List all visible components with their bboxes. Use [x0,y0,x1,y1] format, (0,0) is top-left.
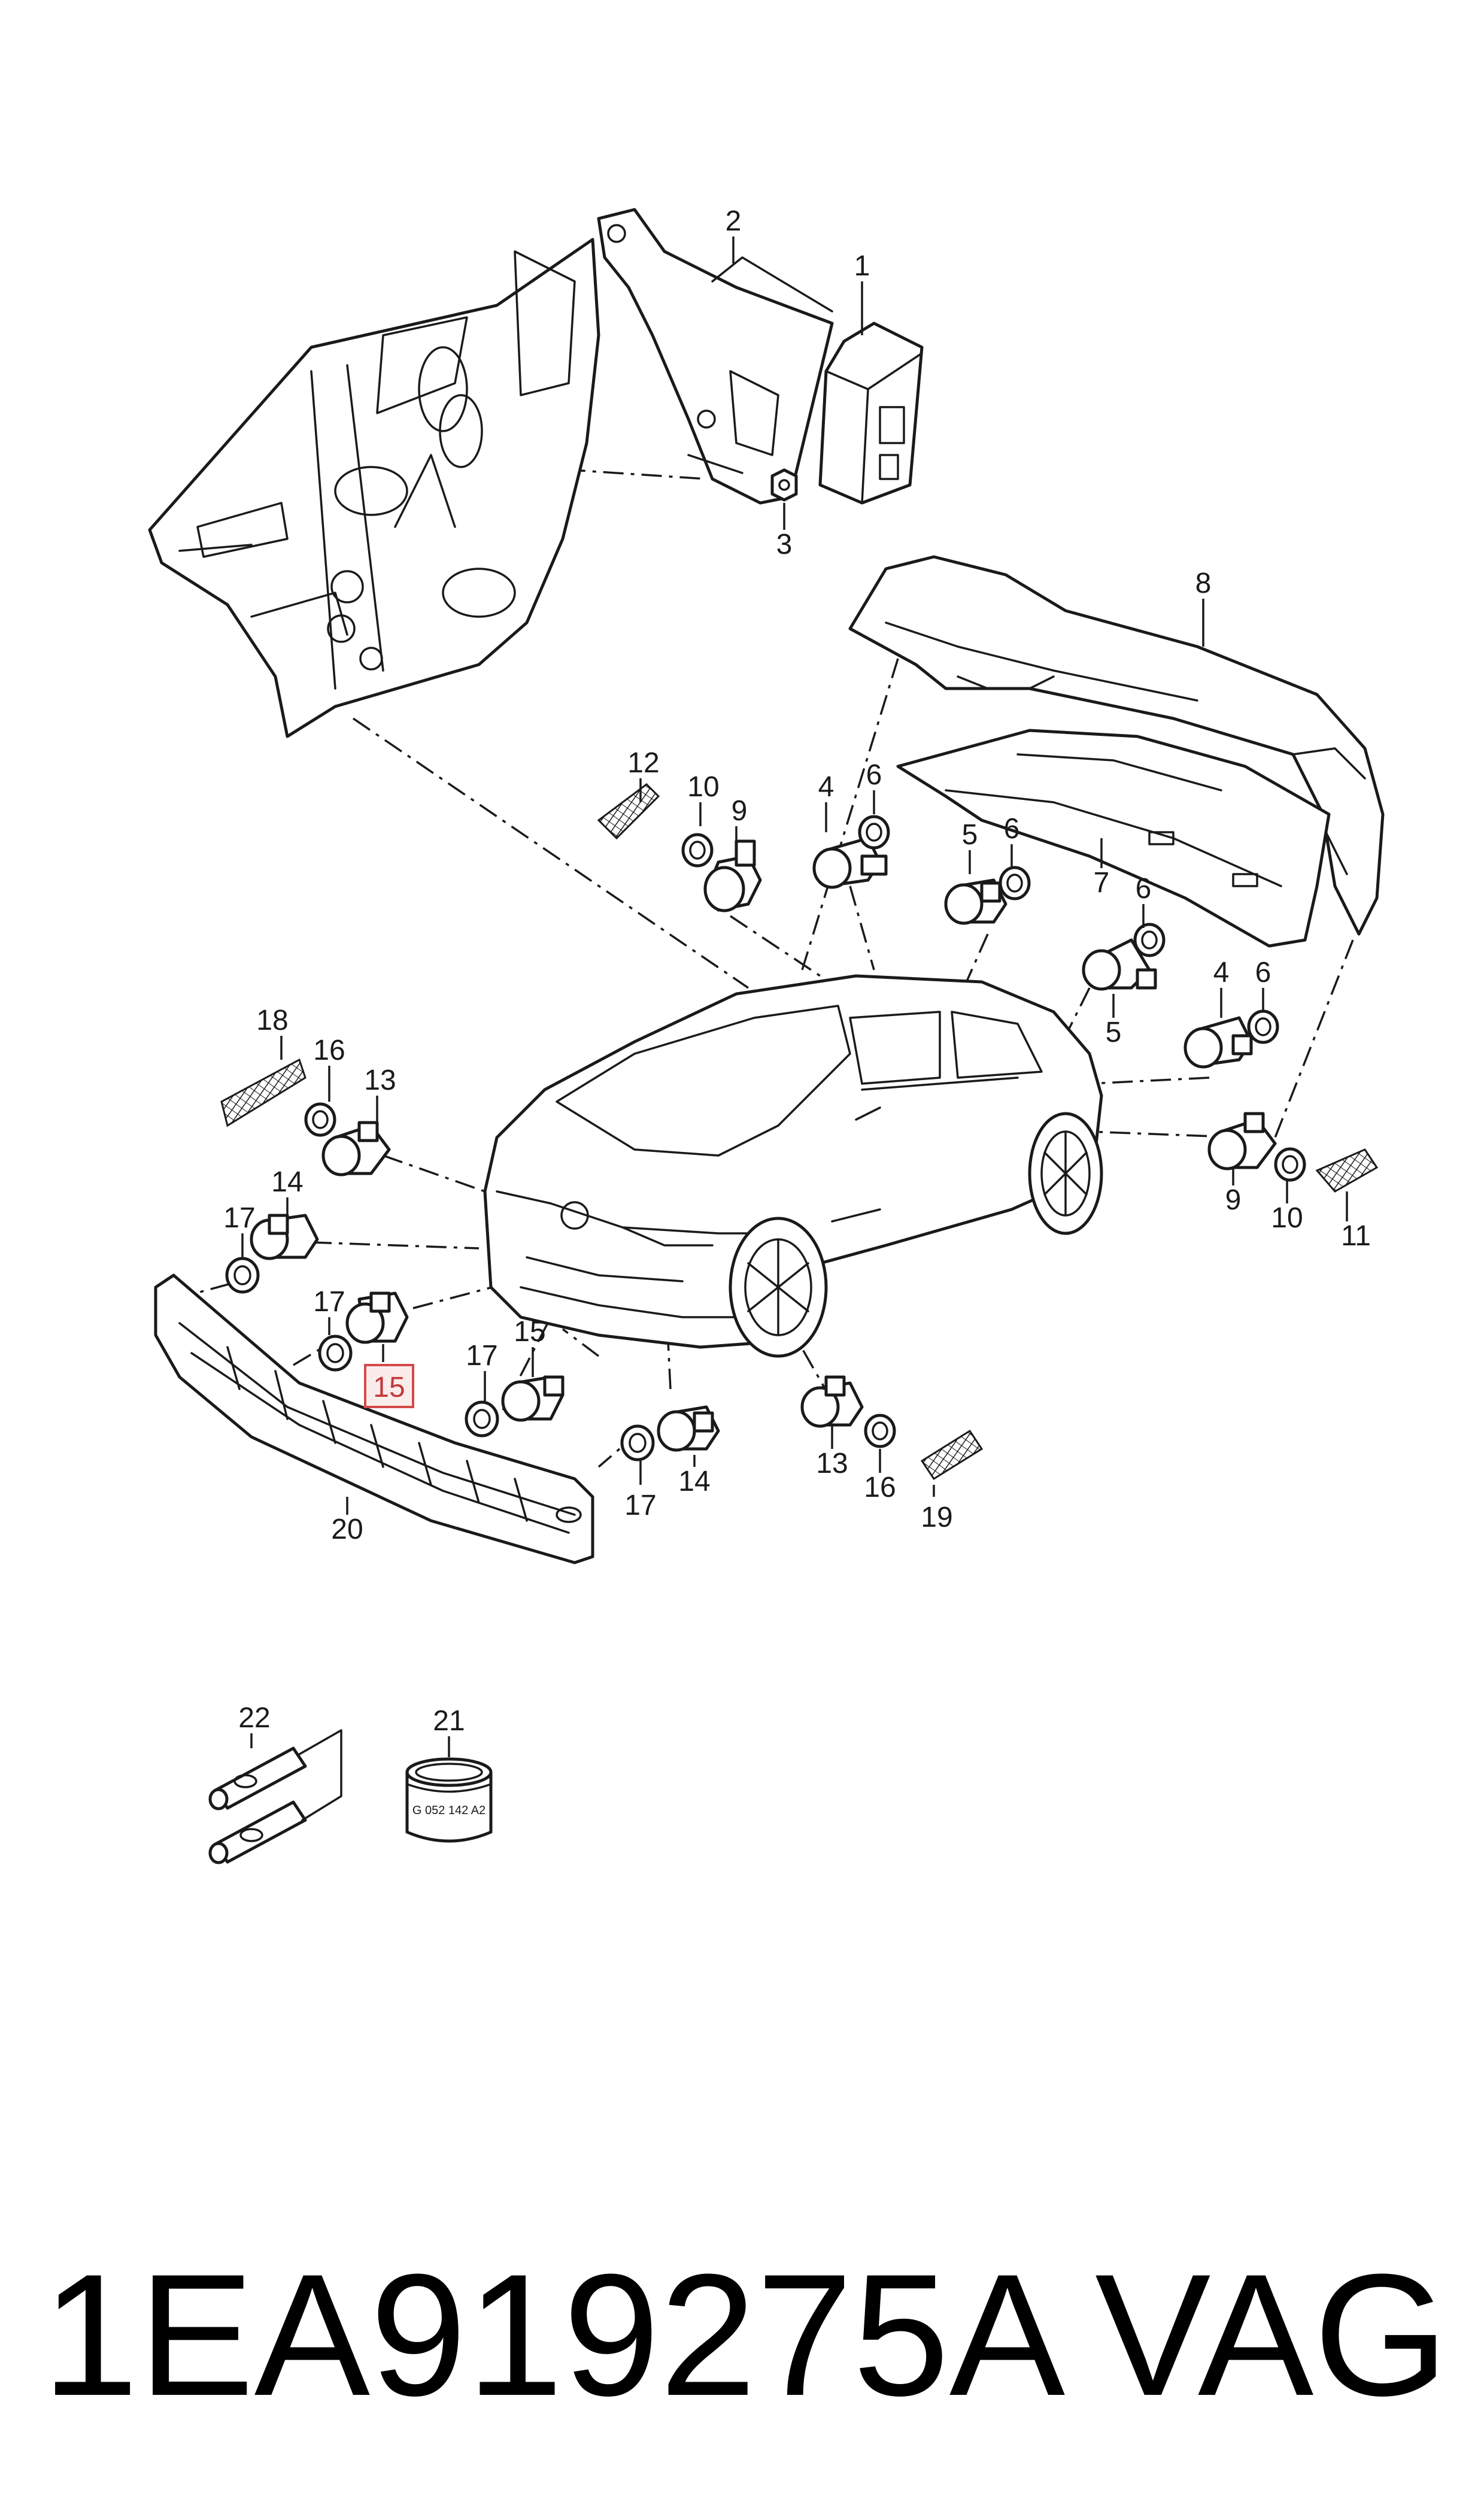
callout-21: 21 [433,1705,465,1737]
callout-8: 8 [1195,568,1212,599]
callout-13-left: 13 [364,1065,396,1096]
callout-12: 12 [627,747,659,779]
sensor-part-15-center [501,1375,565,1422]
sensor-part-14-left [250,1214,319,1260]
callout-13-right: 13 [816,1448,848,1479]
sensor-part-9-lower [1207,1112,1277,1170]
callout-lines [241,236,1348,1757]
callout-10-upper: 10 [687,771,719,803]
retaining-rings [225,815,1306,1461]
part-1-control-unit [818,322,924,505]
callout-5-lower: 5 [1106,1017,1122,1048]
callout-16-left: 16 [313,1035,345,1066]
part-22-tool [208,1729,342,1864]
callout-3: 3 [776,529,793,560]
callout-2: 2 [726,205,742,237]
vehicle-body [483,974,1103,1358]
part-3-nut [770,468,798,502]
sensor-part-4-lower [1183,1016,1253,1069]
callout-18: 18 [256,1005,288,1036]
callout-22: 22 [238,1702,270,1734]
callout-6-c: 6 [1136,873,1152,905]
mesh-covers [220,783,1379,1481]
callout-10-lower: 10 [1271,1202,1303,1234]
callout-9-upper: 9 [732,795,748,827]
brand-label: VAG [1095,2238,1449,2432]
part-21-sleeve: G 052 142 A2 [405,1757,493,1843]
callout-4-upper: 4 [818,771,834,803]
callout-14-right: 14 [678,1466,710,1497]
callout-numbers: 1 2 3 8 7 12 10 9 4 6 5 6 6 5 4 6 9 10 1… [223,205,1371,1737]
rear-inner-panel [148,238,600,738]
callout-5-upper: 5 [962,819,978,851]
footer-caption: 1EA919275A VAG [42,2215,1449,2455]
sensor-part-13-left [321,1121,391,1176]
rear-wheel [1028,1112,1103,1235]
sleeve-stamp: G 052 142 A2 [412,1804,485,1817]
callout-15-center: 15 [514,1316,545,1348]
sensor-part-15-highlighted [345,1291,409,1344]
callout-17-a: 17 [223,1202,255,1234]
callout-20: 20 [331,1514,363,1545]
callout-7: 7 [1094,867,1110,899]
highlight-box-15 [364,1364,414,1408]
part-8-rear-bumper [848,555,1385,936]
sensor-part-5-upper [944,878,1007,925]
part-2-bracket [597,208,834,505]
callout-9-lower: 9 [1225,1184,1242,1216]
sensor-part-5-lower [1082,938,1157,991]
front-wheel [729,1217,828,1358]
callout-11: 11 [1341,1220,1371,1252]
callout-14-left: 14 [271,1166,303,1198]
callout-4-lower: 4 [1213,957,1230,988]
part-20-front-grille [154,1273,594,1564]
callout-17-b: 17 [313,1286,345,1318]
callout-16-right: 16 [864,1472,896,1503]
callout-17-c: 17 [466,1340,497,1372]
sensor-part-13-right [800,1375,864,1428]
part-7-diffuser [896,729,1331,948]
sensor-part-14-right [657,1405,720,1452]
sensor-part-9-upper [703,839,762,912]
part-number: 1EA919275A [42,2238,1066,2432]
callout-17-d: 17 [624,1490,656,1521]
callout-6-d: 6 [1255,957,1271,988]
sensor-part-4-upper [812,836,888,889]
callout-15-highlighted: 15 [373,1372,405,1403]
callout-1: 1 [854,250,870,282]
callout-6-a: 6 [866,759,882,791]
callout-6-b: 6 [1004,813,1020,845]
callout-19: 19 [921,1502,952,1533]
